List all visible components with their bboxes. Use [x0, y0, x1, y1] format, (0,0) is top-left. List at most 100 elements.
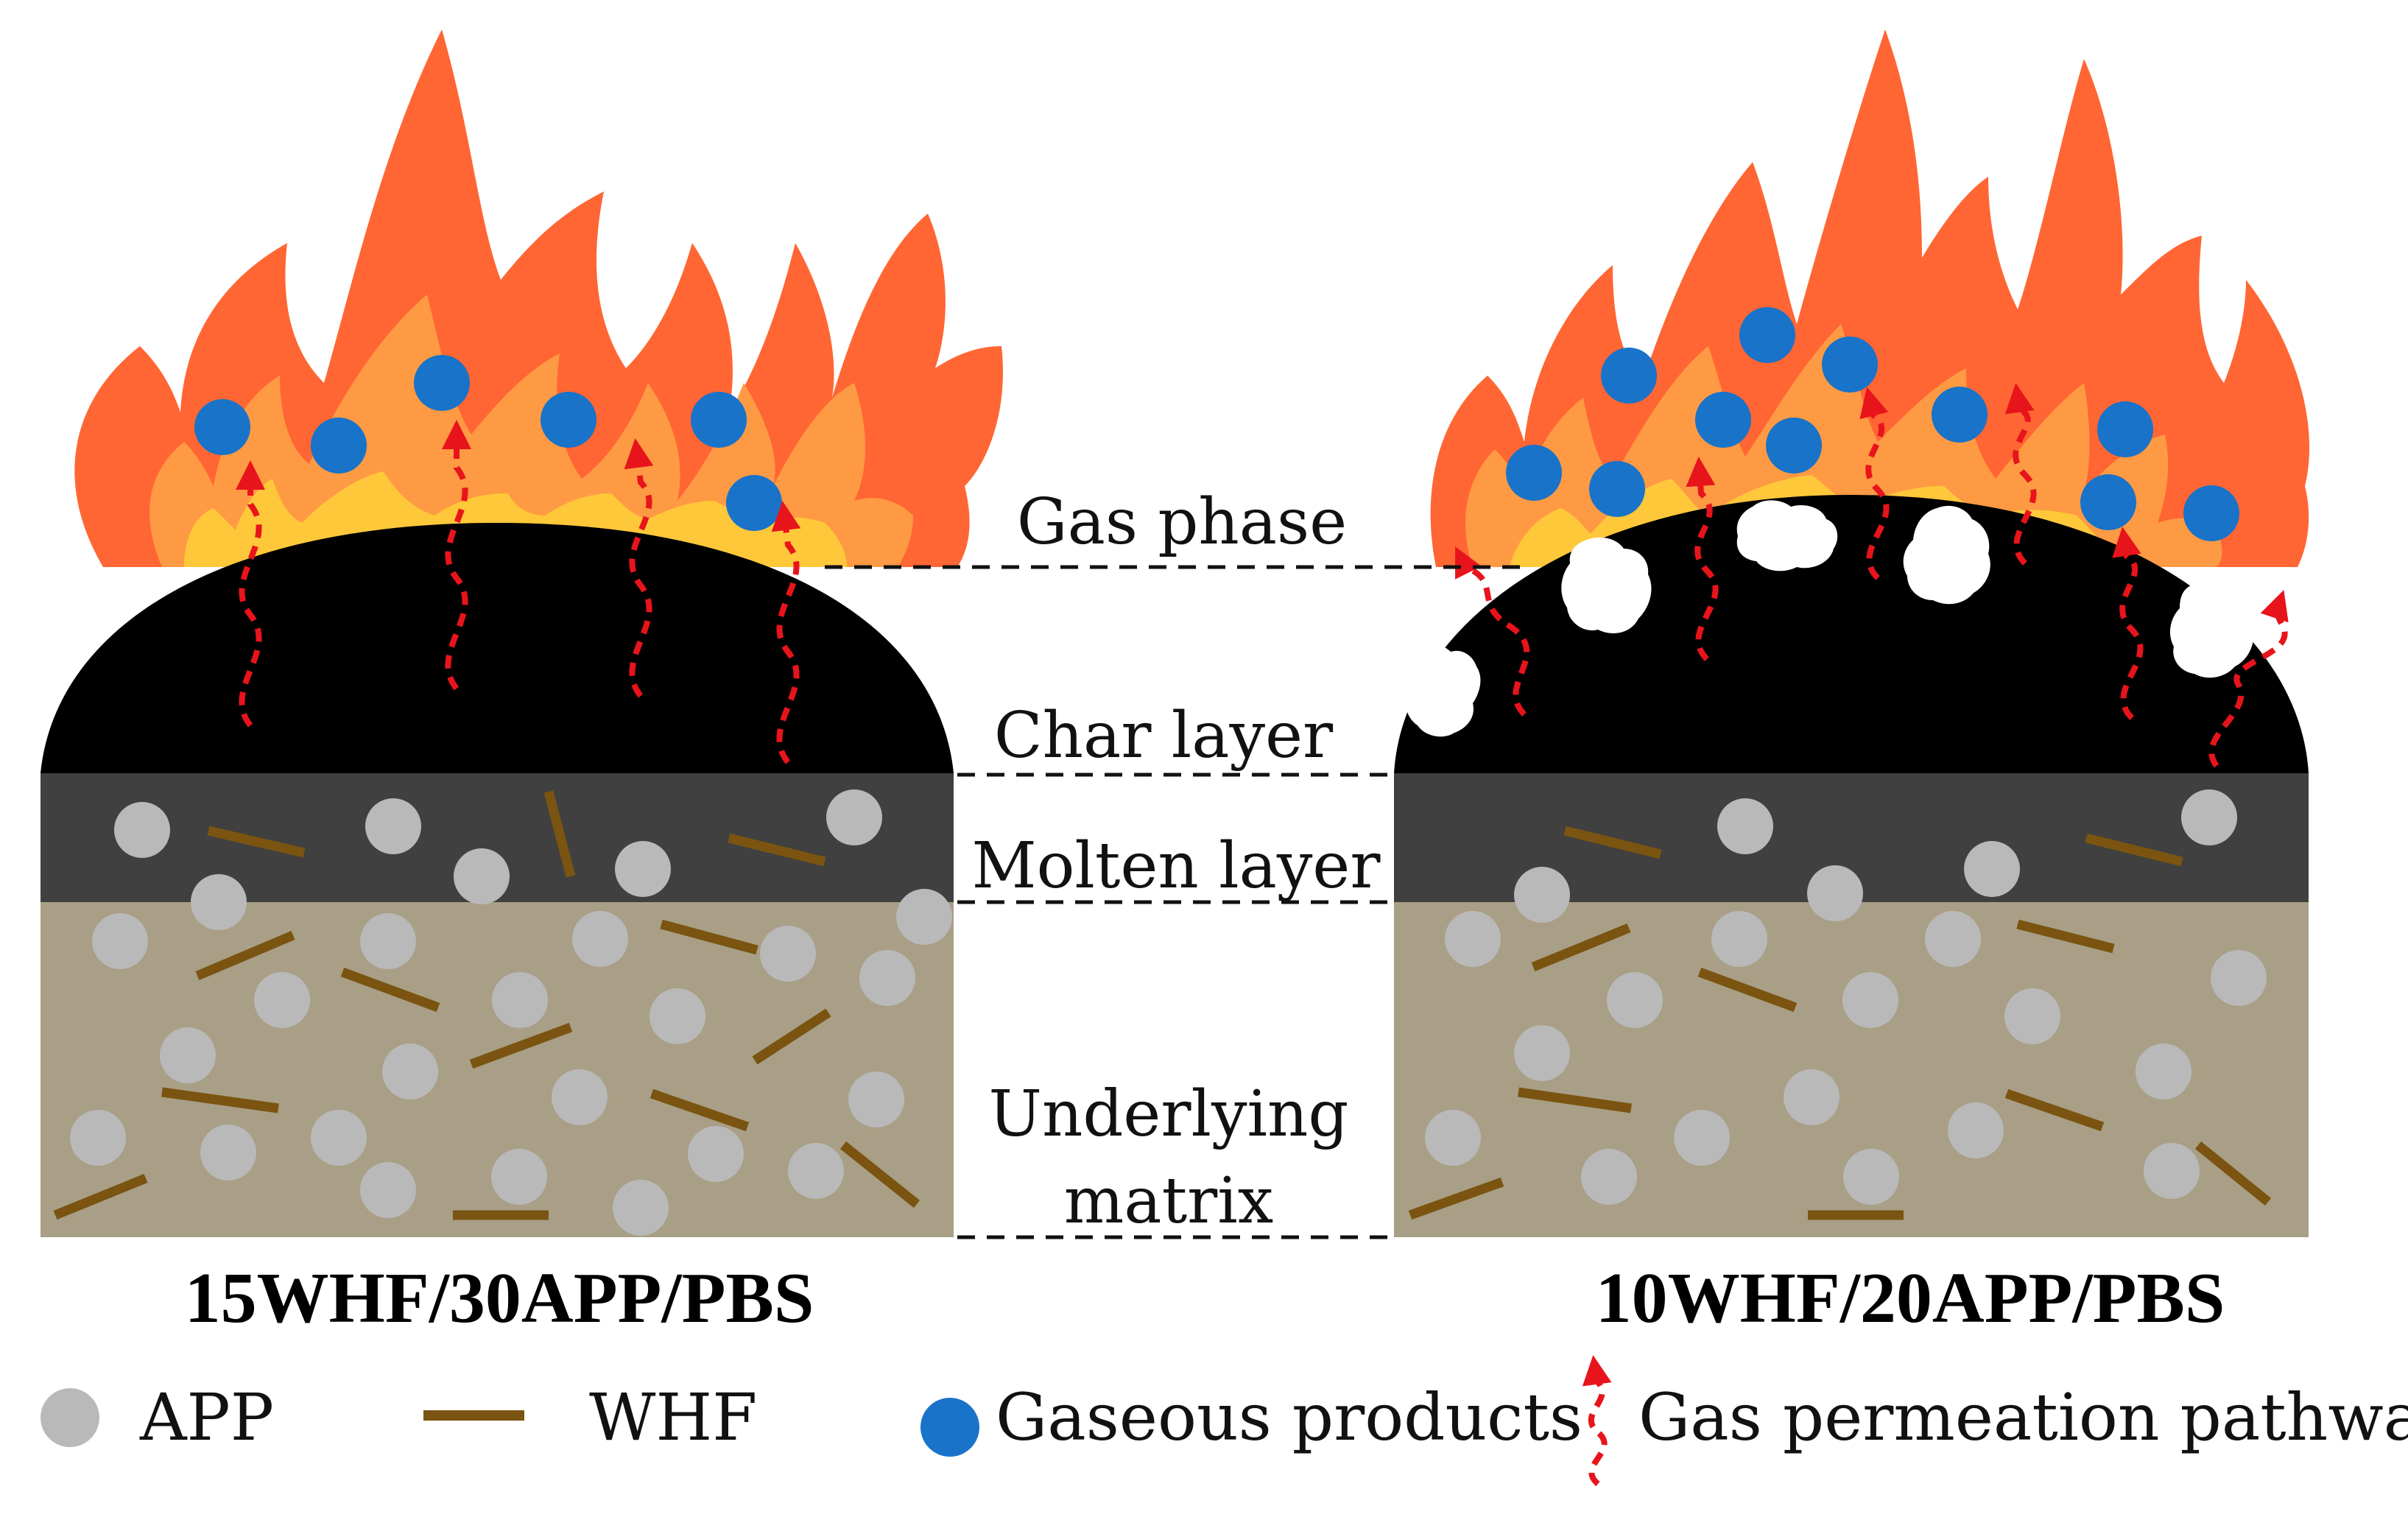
- whf-fiber: [2016, 919, 2115, 954]
- gas-bubble: [691, 392, 747, 448]
- left-sample: [41, 29, 1003, 1237]
- right-sample-title: 10WHF/20APP/PBS: [1596, 1259, 2225, 1338]
- whf-fiber: [2004, 1088, 2105, 1132]
- molten-layer-label: Molten layer: [972, 829, 1381, 903]
- gas-bubble: [311, 418, 367, 474]
- app-particle: [848, 1072, 904, 1127]
- char-crack: [1736, 500, 1838, 571]
- gas-bubble: [1766, 418, 1822, 474]
- app-particle: [649, 988, 705, 1044]
- gas-bubble: [2080, 474, 2136, 530]
- whf-fiber: [752, 1008, 831, 1065]
- gas-pathway: [2112, 527, 2144, 720]
- char-crack: [1903, 505, 1990, 605]
- whf-fiber: [660, 919, 758, 955]
- gas-bubble: [1932, 387, 1988, 443]
- legend-app-swatch: [41, 1388, 99, 1447]
- layer-labels: Gas phase Char layer Molten layer Underl…: [972, 485, 1381, 1238]
- legend-pathway-label: Gas permeation pathway: [1638, 1379, 2408, 1455]
- gas-pathway: [236, 460, 265, 728]
- app-particle: [896, 889, 952, 945]
- app-particle: [1925, 911, 1981, 967]
- right-gas-pathways: [1455, 383, 2289, 768]
- right-app-particles: [1425, 789, 2267, 1205]
- app-particle: [572, 911, 628, 967]
- whf-fiber: [1697, 967, 1798, 1013]
- char-layer-label: Char layer: [994, 699, 1334, 773]
- whf-fiber: [469, 1022, 573, 1069]
- whf-fiber: [1531, 923, 1631, 972]
- right-flame: [1430, 29, 2310, 567]
- underlying-matrix-label-line1: Underlying: [989, 1077, 1349, 1151]
- app-particle: [615, 841, 671, 897]
- gas-pathway: [1455, 546, 1530, 717]
- gas-bubble: [2183, 485, 2239, 541]
- app-particle: [1948, 1102, 2004, 1158]
- left-char-layer: [41, 523, 954, 773]
- left-sample-title: 15WHF/30APP/PBS: [185, 1259, 814, 1338]
- gas-pathway: [771, 501, 801, 764]
- whf-fiber: [53, 1173, 148, 1220]
- app-particle: [1964, 841, 2020, 897]
- app-particle: [1581, 1149, 1637, 1205]
- gas-bubble: [1695, 392, 1751, 448]
- app-particle: [1717, 798, 1773, 854]
- gas-pathway: [1859, 387, 1890, 580]
- app-particle: [859, 950, 915, 1006]
- whf-fiber: [649, 1088, 750, 1132]
- legend-pathway-swatch: [1582, 1355, 1612, 1487]
- whf-fiber: [1518, 1087, 1632, 1113]
- legend-gaseous-label: Gaseous products: [996, 1379, 1583, 1455]
- app-particle: [200, 1125, 256, 1181]
- gas-bubble: [194, 399, 250, 455]
- gas-bubble: [1739, 307, 1795, 363]
- app-particle: [2004, 988, 2060, 1044]
- whf-fiber: [839, 1141, 920, 1208]
- app-particle: [2144, 1143, 2200, 1199]
- legend-gaseous-swatch: [920, 1398, 979, 1457]
- gas-pathway: [2208, 590, 2289, 768]
- app-particle: [1674, 1110, 1730, 1166]
- app-particle: [454, 848, 510, 904]
- gas-pathway: [442, 420, 471, 691]
- app-particle: [191, 874, 247, 930]
- app-particle: [491, 1149, 547, 1205]
- left-flame-outer: [74, 29, 1003, 567]
- right-whf-fibers: [1408, 826, 2272, 1220]
- left-gas-pathways: [236, 420, 801, 764]
- app-particle: [1843, 1149, 1899, 1205]
- char-crack: [1561, 537, 1652, 633]
- whf-fiber: [161, 1087, 279, 1113]
- app-particle: [92, 913, 148, 969]
- whf-fiber: [2085, 833, 2183, 867]
- app-particle: [70, 1110, 126, 1166]
- app-particle: [360, 913, 416, 969]
- app-particle: [114, 802, 170, 858]
- app-particle: [1514, 867, 1570, 923]
- app-particle: [1607, 972, 1663, 1028]
- gas-bubble: [1589, 461, 1645, 517]
- app-particle: [1711, 911, 1767, 967]
- legend: APP WHF Gaseous products Gas permeation …: [41, 1355, 2408, 1487]
- app-particle: [788, 1143, 844, 1199]
- whf-fiber: [543, 790, 576, 878]
- left-gaseous-products: [194, 355, 782, 531]
- gas-phase-label: Gas phase: [1017, 485, 1347, 559]
- app-particle: [1514, 1025, 1570, 1081]
- whf-fiber: [207, 826, 306, 858]
- layer-guides: [825, 565, 1532, 1239]
- left-whf-fibers: [53, 790, 920, 1220]
- gas-bubble: [2097, 401, 2153, 457]
- gas-bubble: [541, 392, 596, 448]
- app-particle: [254, 972, 310, 1028]
- gas-pathway: [624, 438, 654, 698]
- app-particle: [826, 789, 882, 845]
- gas-bubble: [1822, 337, 1878, 393]
- underlying-matrix-label-line2: matrix: [1064, 1164, 1274, 1238]
- app-particle: [2181, 789, 2237, 845]
- gas-bubble: [726, 475, 782, 531]
- whf-fiber: [1408, 1177, 1504, 1220]
- app-particle: [311, 1110, 367, 1166]
- right-gaseous-products: [1506, 307, 2239, 541]
- app-particle: [760, 926, 816, 982]
